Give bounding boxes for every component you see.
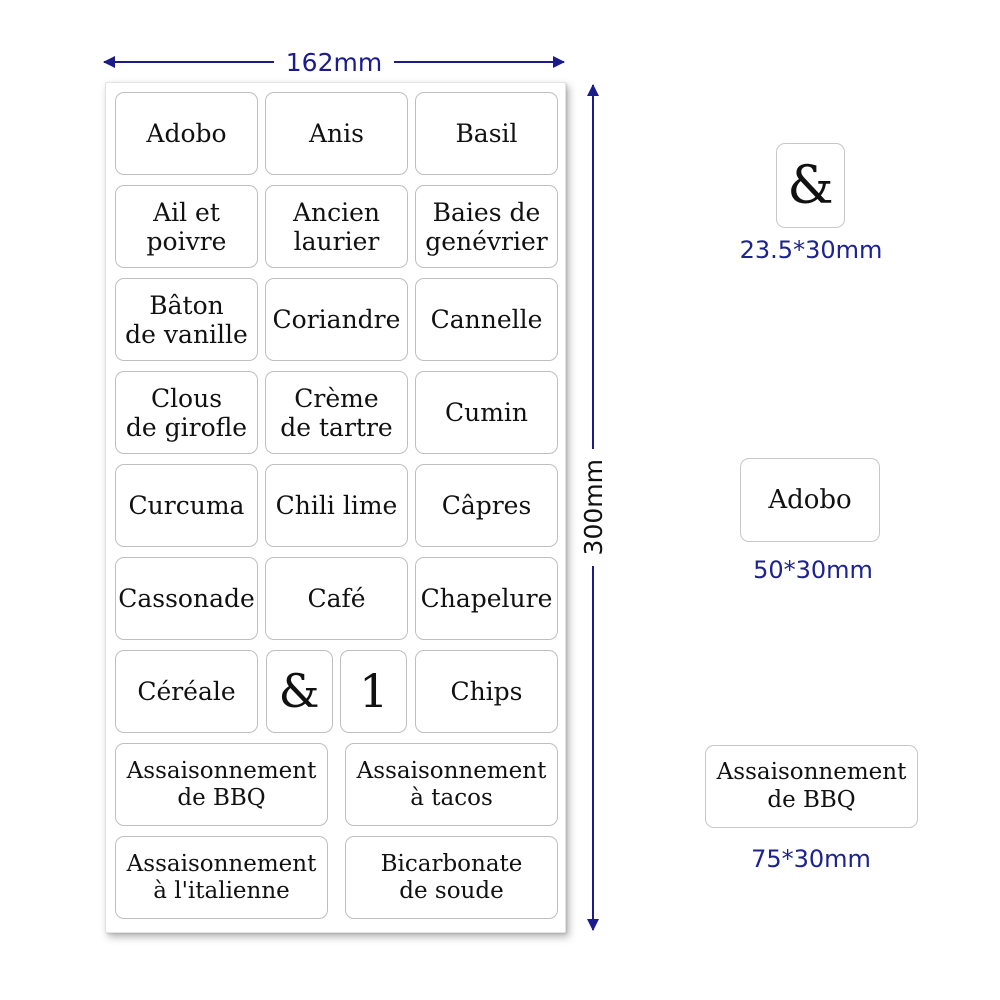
sample-size-small: 23.5*30mm — [739, 236, 883, 264]
spice-label-cell: Ancien laurier — [265, 185, 408, 268]
sample-label-small: & — [776, 143, 845, 228]
sample-label-large: Assaisonnement de BBQ — [705, 745, 918, 828]
sheet-width-label: 162mm — [285, 47, 383, 77]
spice-label-cell: Bâton de vanille — [115, 278, 258, 361]
height-dimension-arrow: 300mm — [578, 84, 608, 931]
spice-label-cell: Coriandre — [265, 278, 408, 361]
dimension-line — [394, 56, 565, 68]
spice-label-cell: Chili lime — [265, 464, 408, 547]
sample-label-medium: Adobo — [740, 458, 880, 542]
arrowhead-down-icon — [587, 919, 599, 931]
spice-label-cell: Cumin — [415, 371, 558, 454]
width-dimension-arrow: 162mm — [103, 47, 565, 77]
spice-label-cell: Assaisonnement de BBQ — [115, 743, 328, 826]
spice-label-cell: Basil — [415, 92, 558, 175]
spice-label-cell: 1 — [340, 650, 408, 733]
arrowhead-up-icon — [587, 84, 599, 96]
spice-label-cell: Café — [265, 557, 408, 640]
dimension-line — [587, 565, 599, 931]
spice-label-cell: Baies de genévrier — [415, 185, 558, 268]
spice-label-cell: Ail et poivre — [115, 185, 258, 268]
spice-label-cell: Cassonade — [115, 557, 258, 640]
spice-label-cell: Anis — [265, 92, 408, 175]
spice-label-cell: Chips — [414, 650, 558, 733]
spice-label-cell: Bicarbonate de soude — [345, 836, 558, 919]
spice-label-cell: Assaisonnement à tacos — [345, 743, 558, 826]
spice-label-cell: Curcuma — [115, 464, 258, 547]
dimension-line — [103, 56, 274, 68]
spice-label-cell: Céréale — [115, 650, 258, 733]
sample-size-large: 75*30mm — [751, 845, 871, 873]
arrowhead-right-icon — [553, 56, 565, 68]
spice-label-cell: Chapelure — [415, 557, 558, 640]
dimension-line — [587, 84, 599, 450]
spice-label-cell: Crème de tartre — [265, 371, 408, 454]
spice-label-cell: Assaisonnement à l'italienne — [115, 836, 328, 919]
spice-label-cell: Clous de girofle — [115, 371, 258, 454]
spice-label-cell: Adobo — [115, 92, 258, 175]
arrowhead-left-icon — [103, 56, 115, 68]
spice-label-cell: Câpres — [415, 464, 558, 547]
sample-size-medium: 50*30mm — [753, 556, 873, 584]
spice-label-cell: Cannelle — [415, 278, 558, 361]
spice-label-cell: & — [265, 650, 333, 733]
sheet-height-label: 300mm — [578, 459, 608, 556]
